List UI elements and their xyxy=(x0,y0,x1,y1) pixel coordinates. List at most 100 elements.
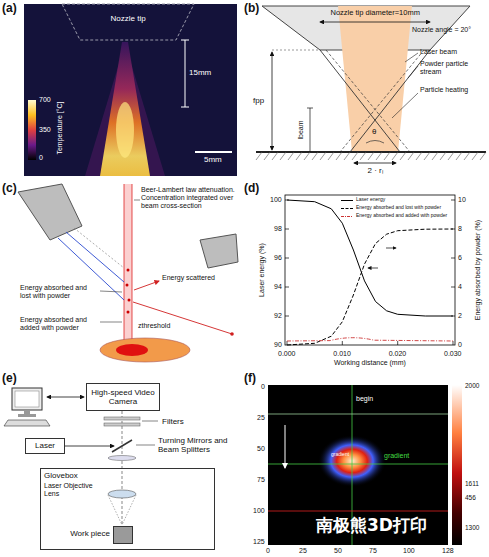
part-label: Particle heating xyxy=(420,86,486,94)
dimension: 15mm xyxy=(189,68,211,77)
melt-pool-image-part xyxy=(452,385,462,545)
nozzle-schematic-part xyxy=(338,6,412,152)
melt-pool-image-part xyxy=(268,414,448,415)
energy-chart-part xyxy=(341,200,353,201)
axis-tick: 0 xyxy=(261,383,265,391)
energy-chart-part xyxy=(287,200,453,316)
energy-model-part xyxy=(133,302,232,334)
energy-model-part xyxy=(124,184,132,344)
axis-tick: 94 xyxy=(274,283,282,291)
setup-schematic-part xyxy=(112,440,132,452)
legend-label: Energy absorbed and added with powder xyxy=(356,213,447,219)
setup-schematic-part xyxy=(47,397,84,398)
watermark: 南极熊3D打印 xyxy=(316,516,427,536)
thermal-image-part xyxy=(195,151,232,153)
part-label: Laser beam xyxy=(420,48,457,56)
nozzle-schematic-part xyxy=(366,141,384,144)
nozzle-schematic-part xyxy=(272,52,273,150)
axis-tick: 125 xyxy=(253,538,265,546)
nozzle-schematic-part xyxy=(354,163,396,164)
colorbar-value: 1300 xyxy=(465,524,479,531)
setup-schematic-part xyxy=(136,445,155,446)
energy-model-part xyxy=(18,184,82,240)
energy-model xyxy=(18,184,238,362)
energy-model-part xyxy=(134,200,140,201)
colorbar-value: 350 xyxy=(39,126,51,134)
energy-model-part xyxy=(200,234,238,268)
energy-model-part xyxy=(100,338,190,362)
axis-tick: 128 xyxy=(442,547,454,555)
axis-tick: 0.030 xyxy=(444,350,462,358)
part-label: zthreshold xyxy=(138,322,170,330)
energy-chart xyxy=(285,195,455,345)
part-label: Powder particle stream xyxy=(420,60,486,76)
axis-tick: 25 xyxy=(257,414,265,422)
marker-label: gradient xyxy=(331,452,349,458)
nozzle-schematic-part xyxy=(307,108,313,152)
legend-label: Laser energy xyxy=(356,197,385,203)
energy-chart-part xyxy=(287,338,453,341)
setup-schematic-part xyxy=(12,388,42,410)
part-label: Energy scattered xyxy=(162,274,215,282)
angle-label: θ xyxy=(372,127,376,136)
nozzle-schematic-part xyxy=(392,53,418,118)
setup-schematic-part xyxy=(108,495,136,525)
energy-model-part xyxy=(230,332,234,336)
axis-title: Laser energy (%) xyxy=(258,243,266,297)
axis-tick: 0 xyxy=(458,341,462,349)
energy-model-part xyxy=(126,284,129,287)
part-label: Energy absorbed and added with powder xyxy=(20,316,98,332)
energy-model-part xyxy=(100,291,122,322)
colorbar-value: 0 xyxy=(39,154,43,162)
thermal-image-part xyxy=(100,42,150,176)
setup-schematic-part xyxy=(18,414,36,417)
part-label: Nozzle angle = 20° xyxy=(412,26,471,34)
axis-tick: 98 xyxy=(274,225,282,233)
axis-tick: 100 xyxy=(270,196,282,204)
scale-label: 5mm xyxy=(204,155,222,164)
energy-chart-part xyxy=(285,200,455,345)
camera-box: High-speed Video Camera xyxy=(86,383,160,411)
energy-model-part xyxy=(127,269,130,272)
thermal-image-part xyxy=(24,4,237,176)
setup-schematic-part xyxy=(142,421,158,422)
colorbar-value: 456 xyxy=(465,494,476,501)
thermal-image-part xyxy=(28,100,36,160)
melt-pool-image-part xyxy=(268,511,448,512)
energy-model-part xyxy=(116,344,148,356)
axis-tick: 0 xyxy=(266,547,270,555)
node-text: Laser xyxy=(35,441,55,450)
part-label: Turning Mirrors and Beam Splitters xyxy=(158,436,236,454)
nozzle-schematic-part xyxy=(256,151,486,153)
part-label: Laser Objective Lens xyxy=(44,482,102,498)
axis-tick: 50 xyxy=(257,445,265,453)
energy-chart-part xyxy=(368,268,378,269)
melt-pool-image-part xyxy=(268,385,448,545)
axis-tick: 2 xyxy=(458,312,462,320)
axis-tick: 75 xyxy=(369,547,377,555)
axis-tick: 10 xyxy=(458,196,466,204)
melt-pool-image-part xyxy=(285,425,286,468)
nozzle-schematic-part xyxy=(320,22,430,23)
axis-tick: 0.010 xyxy=(333,350,351,358)
dimension: Nozzle tip diameter=10mm xyxy=(331,9,420,18)
panel-letter: (f) xyxy=(244,372,256,386)
axis-title: Energy absorbed by powder (%) xyxy=(474,220,482,320)
colorbar-title: Temperature [°C] xyxy=(56,102,64,155)
nozzle-schematic-part xyxy=(272,50,320,51)
note: Beer-Lambert law attenuation. Concentrat… xyxy=(141,186,237,210)
panel-letter: (c) xyxy=(2,182,17,196)
setup-schematic-part xyxy=(108,490,136,498)
energy-model-part xyxy=(128,299,131,302)
setup-schematic-part xyxy=(104,423,140,426)
axis-tick: 96 xyxy=(274,254,282,262)
setup-schematic-part xyxy=(24,410,30,414)
setup-schematic-part xyxy=(108,456,136,461)
axis-tick: 0.000 xyxy=(278,350,296,358)
legend-label: Energy absorbed and lost with powder xyxy=(356,205,441,211)
marker-label: gradient xyxy=(384,452,409,460)
energy-model-part xyxy=(124,184,132,344)
energy-model-part xyxy=(127,311,130,314)
nozzle-schematic-part xyxy=(320,50,430,152)
axis-tick: 4 xyxy=(458,283,462,291)
